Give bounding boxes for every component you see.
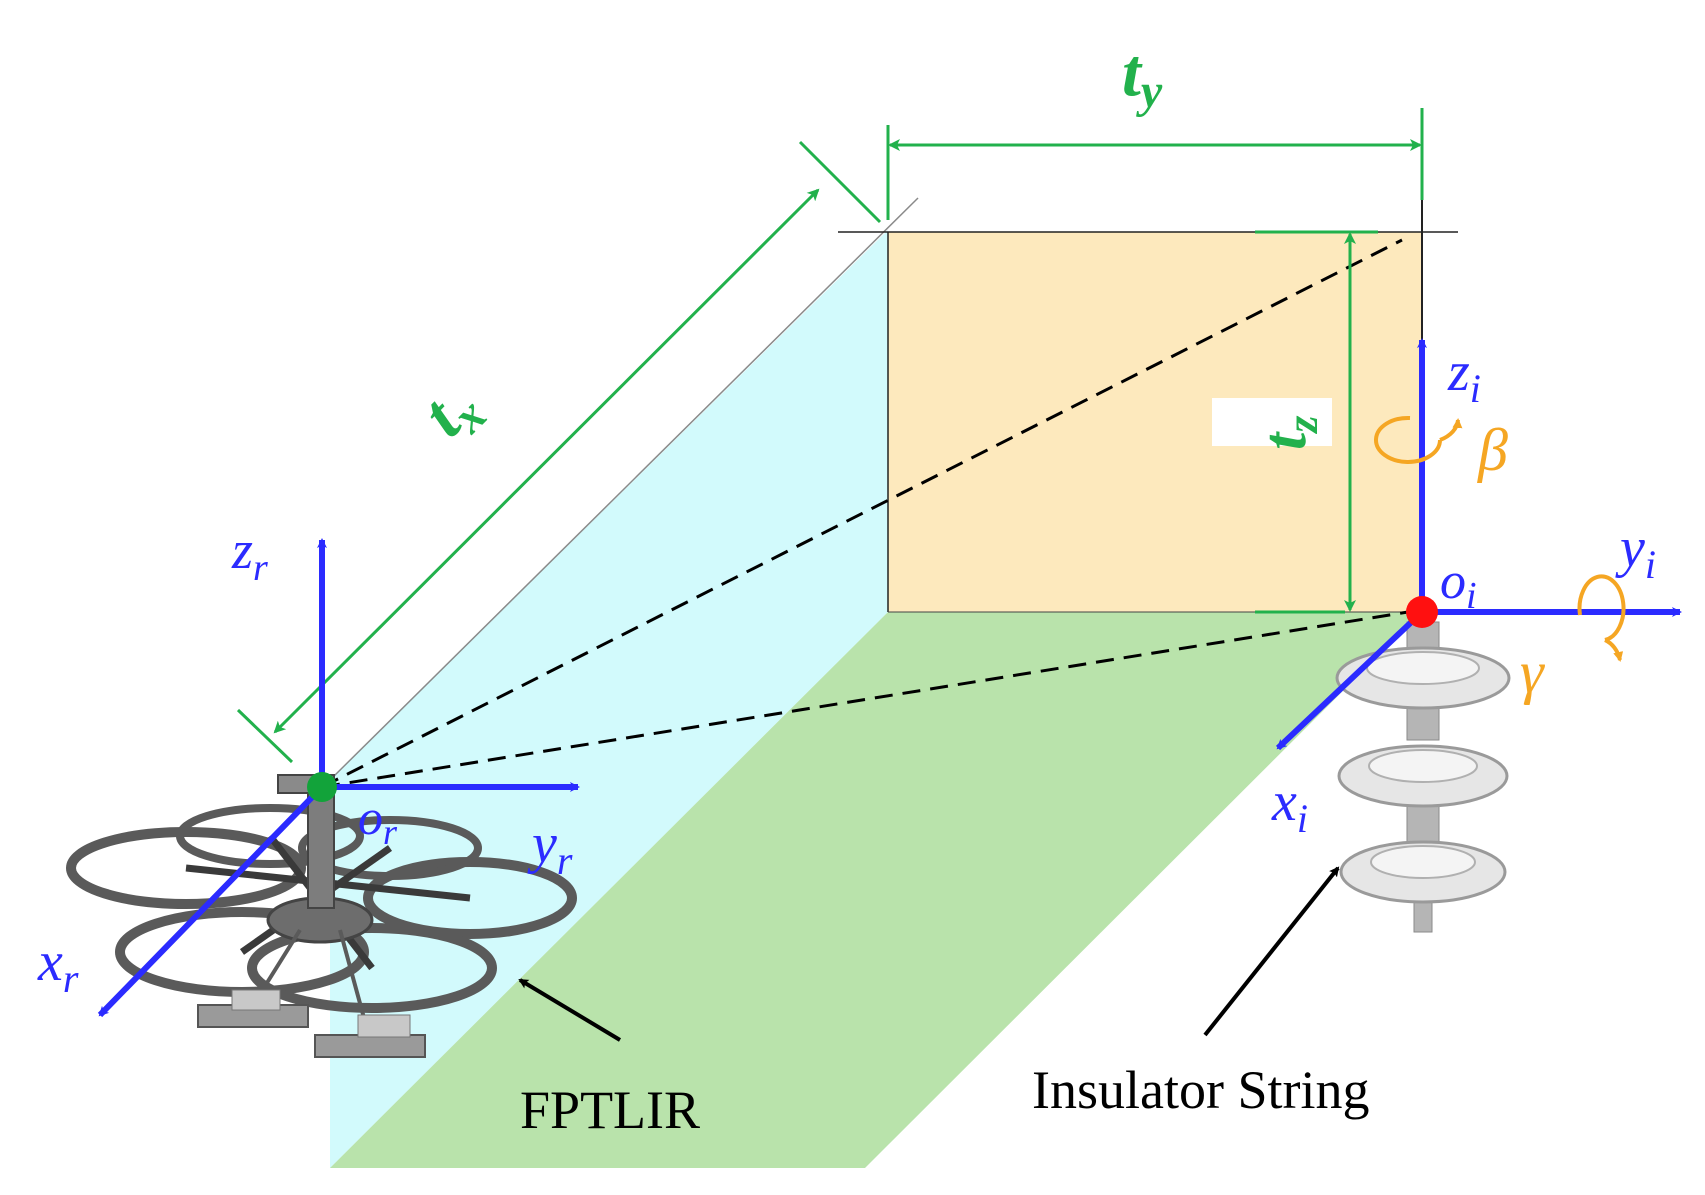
- tx-label: tx: [407, 367, 497, 457]
- tx-tick-far: [798, 140, 882, 224]
- robot-y-label: yr: [527, 813, 573, 883]
- insulator-z-label: zi: [1447, 341, 1481, 411]
- robot-x-label: xr: [37, 931, 79, 1001]
- insulator-y-label: yi: [1615, 517, 1656, 587]
- gamma-rotation-arrow: [1577, 574, 1624, 660]
- robot-x-axis: [97, 784, 325, 1018]
- insulator-callout-label: Insulator String: [1032, 1060, 1369, 1120]
- insulator-string-illustration: [1335, 621, 1511, 933]
- tx-tick-near: [236, 708, 294, 764]
- fptlir-callout-label: FPTLIR: [520, 1080, 700, 1140]
- fptlir-callout-arrow: [518, 978, 622, 1042]
- robot-origin-dot: [307, 772, 337, 802]
- tx-dimension-arrow: [273, 188, 820, 734]
- ty-label: ty: [1122, 34, 1163, 118]
- tz-label: tz: [1251, 416, 1327, 450]
- insulator-x-axis: [1275, 609, 1425, 751]
- robot-z-label: zr: [231, 520, 268, 589]
- beta-rotation-arrow: [1374, 418, 1458, 464]
- insulator-origin-dot: [1406, 596, 1438, 628]
- tz-label-background: [1212, 398, 1332, 446]
- dashed-line-bottom: [321, 610, 1409, 789]
- insulator-callout-arrow: [1203, 866, 1340, 1037]
- beta-label: β: [1477, 417, 1508, 483]
- gamma-label: γ: [1520, 639, 1545, 705]
- robot-o-label: or: [358, 789, 398, 852]
- robot-drone-illustration: [66, 774, 577, 1058]
- front-plane: [888, 232, 1422, 612]
- insulator-x-label: xi: [1271, 771, 1308, 841]
- insulator-o-label: oi: [1440, 553, 1477, 617]
